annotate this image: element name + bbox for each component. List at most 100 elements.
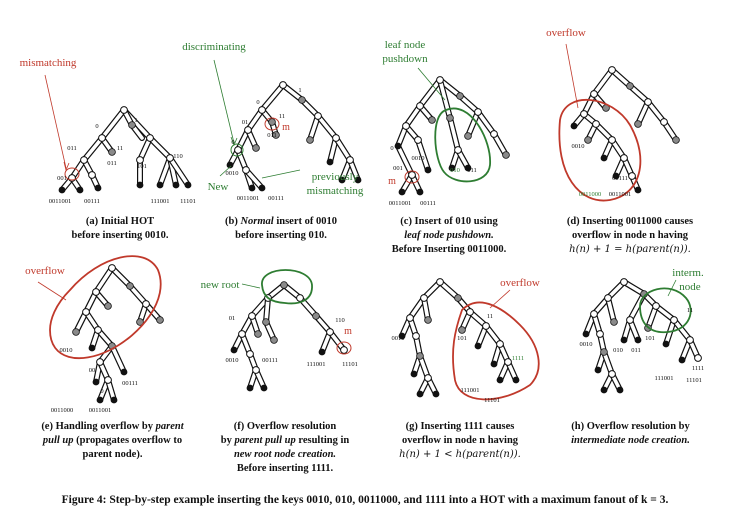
bi-node: [694, 354, 702, 362]
bi-node: [592, 120, 600, 128]
bi-node: [279, 81, 287, 89]
overflow-region: [558, 98, 642, 202]
tree-edge-inner: [458, 94, 480, 114]
key-label: 0010: [392, 335, 405, 342]
leaf-node: [338, 176, 346, 184]
key-label: 0011001: [389, 200, 412, 207]
bi-node: [146, 134, 154, 142]
bit-label: 0: [256, 99, 259, 106]
caption-h: (h) Overflow resolution by intermediate …: [548, 420, 713, 448]
key-label: 111001: [306, 361, 325, 368]
key-label: 00111: [122, 380, 138, 387]
tree-edge-inner: [94, 266, 114, 294]
leaf-node: [678, 356, 686, 364]
bit-label: 0: [95, 123, 98, 130]
bit-label: 110: [335, 317, 345, 324]
annotation-node: node: [679, 281, 701, 293]
compound-node: [272, 131, 280, 139]
key-label: 010: [613, 347, 623, 354]
bi-node: [414, 136, 422, 144]
annotation-new: New: [208, 181, 229, 193]
compound-node: [454, 294, 462, 302]
leaf-node: [92, 378, 100, 386]
caption-g: (g) Inserting 1111 causes overflow in no…: [380, 420, 540, 462]
tree-edge-inner: [110, 266, 132, 288]
compound-node: [270, 336, 278, 344]
leaf-node: [96, 396, 104, 404]
arrow-line: [667, 279, 677, 297]
caption-f-rest: resulting in: [295, 435, 350, 446]
leaf-node: [634, 186, 642, 194]
bi-node: [346, 156, 354, 164]
tree-edge-inner: [418, 354, 430, 380]
key-label: 0011001: [609, 191, 632, 198]
tree-edge-inner: [100, 108, 126, 140]
bi-node: [96, 358, 104, 366]
tree-edge-inner: [316, 114, 338, 140]
bi-node: [108, 264, 116, 272]
caption-g-formula: h(n) + 1 < h(parent(n)).: [399, 449, 521, 460]
key-label: 111001: [460, 387, 479, 394]
bi-node: [490, 130, 498, 138]
bit-label: 11: [279, 113, 285, 120]
bit-label: 11: [487, 313, 493, 320]
annotation-previously: previously: [312, 171, 359, 183]
leaf-node: [394, 142, 402, 150]
tree-edge-inner: [246, 108, 264, 132]
leaf-node: [230, 346, 238, 354]
bi-node: [504, 358, 512, 366]
compound-node: [252, 144, 260, 152]
leaf-node: [226, 161, 234, 169]
caption-g-line1: (g) Inserting 1111 causes: [405, 421, 515, 432]
bi-node: [248, 312, 256, 320]
bi-node: [644, 98, 652, 106]
tree-edge-inner: [281, 83, 304, 102]
tree-edge-inner: [636, 100, 650, 126]
caption-h-italic: intermediate node creation.: [571, 435, 690, 446]
overflow-region: [452, 301, 540, 401]
caption-b-line2: before inserting 010.: [235, 230, 327, 241]
compound-node: [672, 136, 680, 144]
caption-f: (f) Overflow resolution by parent pull u…: [200, 420, 370, 476]
bi-node: [416, 102, 424, 110]
caption-d-formula: h(n) + 1 = h(parent(n)).: [569, 244, 691, 255]
bit-label: 1: [298, 87, 301, 94]
bi-node: [608, 66, 616, 74]
tree-edge-inner: [168, 156, 190, 187]
key-label: 00111: [268, 195, 284, 202]
caption-h-line1: (h) Overflow resolution by: [571, 421, 690, 432]
bi-node: [436, 278, 444, 286]
caption-d-line1: (d) Inserting 0011000 causes: [566, 216, 694, 227]
annotation-interm: interm.: [672, 267, 704, 279]
bi-node: [608, 136, 616, 144]
key-label: 0010: [580, 341, 593, 348]
key-label: 101: [457, 335, 467, 342]
bi-node: [244, 126, 252, 134]
leaf-node: [612, 172, 620, 180]
caption-e-italic1: parent: [155, 421, 184, 432]
key-label: 0010: [412, 155, 425, 162]
tree-edge-inner: [438, 78, 452, 120]
bit-label: 11: [117, 145, 123, 152]
compound-node: [610, 318, 618, 326]
arrow-line: [417, 67, 446, 101]
bi-node: [296, 294, 304, 302]
leaf-node: [172, 181, 180, 189]
bi-node: [242, 166, 250, 174]
tree-edge-inner: [244, 168, 264, 190]
tree-edge-inner: [438, 280, 460, 300]
annotation-leaf-node: leaf node: [385, 39, 426, 51]
bi-node: [596, 330, 604, 338]
bi-node: [98, 134, 106, 142]
bi-node: [104, 376, 112, 384]
bi-node: [420, 294, 428, 302]
arrow-line: [489, 289, 511, 309]
pushdown-region: [434, 107, 491, 183]
annotation-discriminating: discriminating: [182, 41, 246, 53]
caption-b-italic: Normal: [240, 216, 274, 227]
bit-label: 0: [100, 388, 103, 395]
tree-edge-inner: [646, 100, 666, 124]
bi-node: [424, 374, 432, 382]
caption-c-line1: (c) Insert of 010 using: [400, 216, 498, 227]
mismatch-circle: [64, 167, 80, 181]
